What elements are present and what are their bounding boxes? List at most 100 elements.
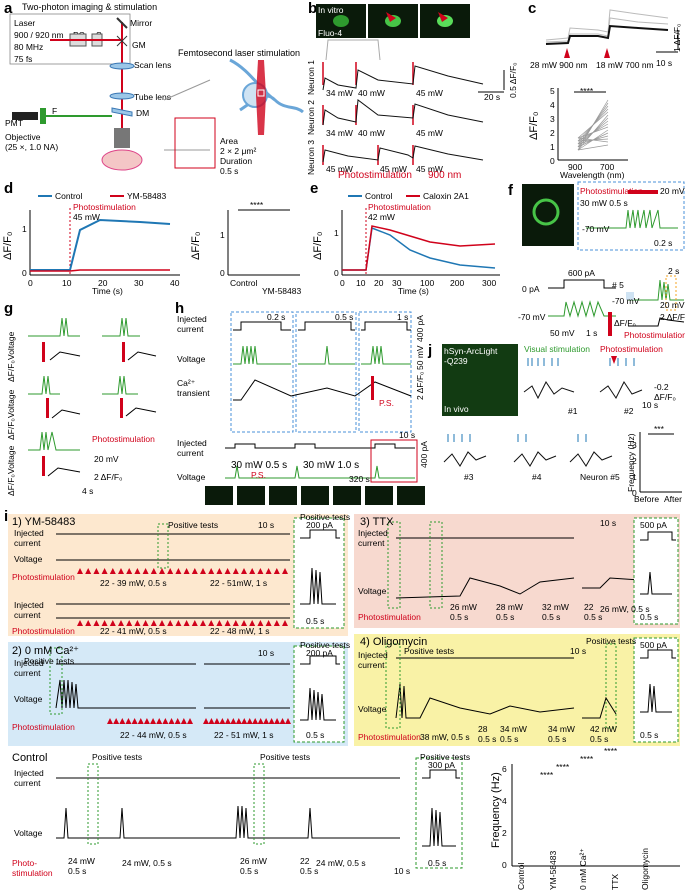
h-voltage2: Voltage [177, 472, 206, 482]
i-ym-r1-1: 22 - 51mW, 1 s [210, 578, 268, 588]
i-ttx-r-6: 22 [584, 602, 594, 612]
paired-line [577, 137, 609, 143]
stim-arrow [107, 718, 113, 724]
panel-e: Control Caloxin 2A1 Photostimulation 42 … [310, 180, 508, 298]
stim-arrow [230, 718, 237, 724]
a-femto: Femtosecond laser stimulation [178, 48, 301, 58]
stim-arrow [200, 620, 206, 626]
i-freq-cat-0: Control [516, 862, 526, 890]
panel-g: Voltage ΔF/F₀ Voltage ΔF/F₀ Voltage ΔF/F… [0, 300, 172, 505]
h-df2: 2 ΔF/F₀ [415, 371, 425, 400]
f-mv20b: 20 mV [660, 300, 685, 310]
j-df: -0.2 [654, 382, 669, 392]
b-n2-l3: 45 mW [416, 128, 443, 138]
h-t02: 0.2 s [267, 312, 286, 322]
stim-arrow [134, 620, 141, 626]
stim-arrow [241, 718, 248, 724]
i-ctrl-positive: Positive tests [92, 752, 143, 762]
a-tubelens: Tube lens [134, 92, 172, 102]
j-hsyn: hSyn-ArcLight [444, 346, 498, 356]
panel-h: Injected current Voltage Ca²⁺ transient … [175, 300, 429, 505]
e-legend-0: Control [365, 191, 393, 201]
panel-label-e: e [310, 180, 319, 197]
i-ctrl-s10: 10 s [394, 866, 411, 876]
f-t02: 0.2 s [654, 238, 673, 248]
stim-arrow [257, 620, 264, 626]
i-ym-r1-0: 22 - 39 mW, 0.5 s [100, 578, 167, 588]
i-ttx-r-5: 0.5 s [542, 612, 561, 622]
h-mv50: 50 mV [415, 345, 425, 370]
d-xtick-3: 30 [134, 278, 144, 288]
stim-arrow [224, 718, 231, 724]
stim-arrow [208, 718, 215, 724]
h-t1: 1 s [397, 312, 409, 322]
stim-arrow [159, 620, 165, 626]
i-ym-s10: 10 s [258, 520, 275, 530]
i-ym-current: current [14, 538, 41, 548]
i-oli-r-7: 42 mW [590, 724, 617, 734]
stim-arrow [232, 620, 239, 626]
i-ttx-r-1: 0.5 s [450, 612, 469, 622]
i-traces [49, 517, 680, 869]
c-xlabel: Wavelength (nm) [560, 170, 625, 180]
i-ttx-r-4: 32 mW [542, 602, 569, 612]
h-s320: 320 s [349, 474, 370, 484]
i-oli: 4) Oligomycin [360, 636, 428, 648]
j-ytick-2: 2 [632, 456, 637, 466]
i-ttx-current: current [358, 538, 385, 548]
j-invivo: In vivo [444, 404, 469, 414]
i-ym-positive: Positive tests [168, 520, 219, 530]
paired-line [577, 111, 609, 139]
f-traces [532, 181, 685, 336]
i-oli-photostim: Photostimulation [358, 732, 421, 742]
stim-arrow [113, 718, 120, 724]
c-scale-t: 10 s [656, 58, 673, 68]
j-n4: #4 [532, 472, 542, 482]
f-mv20: 20 mV [660, 186, 685, 196]
f-pa0: 0 pA [522, 284, 540, 294]
a-area2: 2 × 2 μm² [220, 146, 257, 156]
e-xtick-2: 20 [374, 278, 384, 288]
i-oli-injected: Injected [358, 650, 388, 660]
i-freq-ytick-1: 2 [502, 828, 507, 838]
h-transient: transient [177, 388, 210, 398]
d-xtick-4: 40 [170, 278, 180, 288]
g-traces [28, 317, 157, 477]
i-ym-pos-title: Positive tests [300, 512, 351, 522]
stim-arrow [265, 620, 272, 626]
f-v70b: -70 mV [612, 296, 640, 306]
i-ttx: 3) TTX [360, 516, 394, 528]
i-oli-positive: Positive tests [404, 646, 455, 656]
h-current: current [177, 324, 204, 334]
a-mirror: Mirror [130, 18, 153, 28]
i-ttx-r-2: 28 mW [496, 602, 523, 612]
h-ps: P.S. [379, 398, 394, 408]
h-current2: current [177, 448, 204, 458]
stim-arrow [273, 620, 280, 626]
b-n3-l1: 45 mW [326, 164, 353, 174]
j-n2: #2 [624, 406, 634, 416]
b-n2-l1: 34 mW [326, 128, 353, 138]
f-dur: 30 mW 0.5 s [580, 198, 628, 208]
i-freq-ytick-2: 4 [502, 796, 507, 806]
stim-arrow [219, 718, 226, 724]
stim-arrow [156, 718, 163, 724]
c-ytick-3: 3 [550, 114, 555, 124]
j-cat-1: After [664, 494, 682, 504]
stim-arrow [203, 718, 209, 724]
a-rep: 80 MHz [14, 42, 44, 52]
b-n3-l3: 45 mW [416, 164, 443, 174]
stim-arrow [249, 620, 256, 626]
i-ca-s10: 10 s [258, 648, 275, 658]
stim-arrow [216, 568, 223, 574]
c-stim1: 28 mW 900 nm [530, 60, 588, 70]
f-mv50: 50 mV [550, 328, 575, 338]
stim-arrow [282, 568, 288, 574]
i-ym-injected2: Injected [14, 600, 44, 610]
c-sig: **** [580, 86, 594, 96]
stim-arrow [174, 718, 181, 724]
f-t2: 2 s [668, 266, 680, 276]
f-dff: ΔF/F₀ [614, 318, 636, 328]
d-plot [29, 195, 300, 276]
stim-arrow [213, 718, 220, 724]
